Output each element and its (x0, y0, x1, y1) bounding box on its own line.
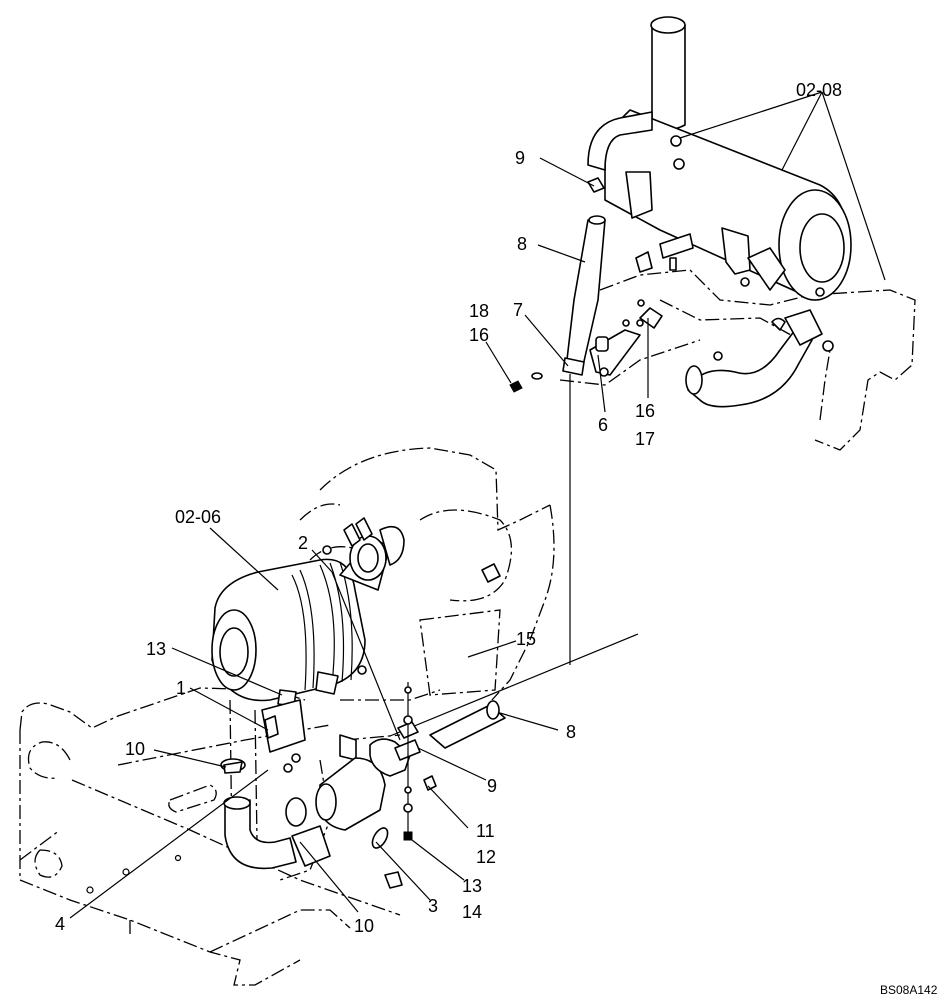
callout-17: 17 (635, 429, 655, 449)
callout-15: 15 (516, 629, 536, 649)
callout-1: 1 (176, 678, 186, 698)
muffler (587, 16, 852, 301)
nut-washer-18-16 (509, 372, 543, 393)
callout-14: 14 (462, 902, 482, 922)
intake-elbow-pipe (220, 758, 297, 870)
callout-7: 7 (513, 300, 523, 320)
callout-16-right: 16 (635, 401, 655, 421)
exhaust-elbow-pipe (685, 309, 834, 408)
callout-12: 12 (476, 847, 496, 867)
callout-2: 2 (298, 533, 308, 553)
air-cleaner (211, 517, 501, 707)
leader-lines (69, 91, 886, 919)
drawing-code: BS08A142 (880, 983, 938, 997)
drain-hose-lower (394, 700, 506, 761)
callout-02-06: 02-06 (175, 507, 221, 527)
callout-6: 6 (598, 415, 608, 435)
callout-labels: 02-08 9 8 18 16 7 6 16 17 02-06 2 15 13 … (55, 80, 842, 936)
callout-10-left: 10 (125, 739, 145, 759)
callout-8-top: 8 (517, 234, 527, 254)
callout-8-bottom: 8 (566, 722, 576, 742)
air-cleaner-mount-bracket (261, 665, 367, 773)
callout-9-bottom: 9 (487, 776, 497, 796)
drain-hose-upper (562, 177, 606, 376)
chassis-frame-outline (19, 687, 401, 986)
callout-4: 4 (55, 914, 65, 934)
hardware-stack (403, 682, 437, 841)
callout-16-left: 16 (469, 325, 489, 345)
hose-routing-diagonal (389, 633, 639, 737)
callout-9-top: 9 (515, 148, 525, 168)
callout-3: 3 (428, 896, 438, 916)
callout-02-08: 02-08 (796, 80, 842, 100)
callout-13-top: 13 (146, 639, 166, 659)
callout-18: 18 (469, 301, 489, 321)
callout-13-bottom: 13 (462, 876, 482, 896)
intake-housing (285, 738, 411, 889)
callout-11: 11 (476, 821, 495, 841)
callout-10-bottom: 10 (354, 916, 374, 936)
muffler-bracket-hardware (589, 233, 694, 377)
